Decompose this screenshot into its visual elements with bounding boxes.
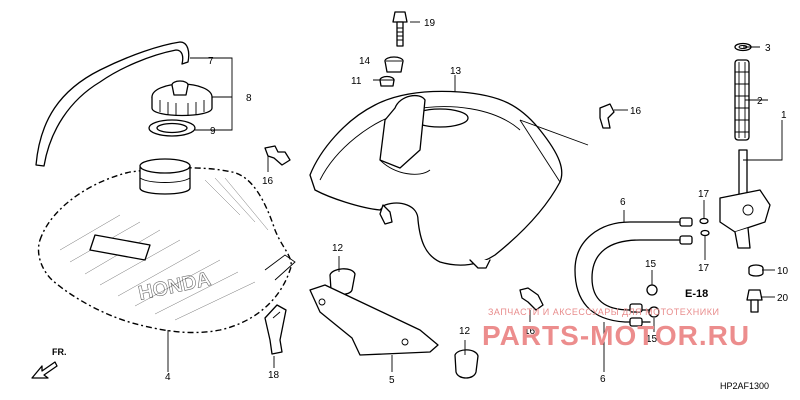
front-arrow-icon: [31, 361, 58, 379]
clip-bottom: [519, 287, 544, 311]
breather-tube: [35, 41, 190, 167]
fuel-valve: [719, 149, 771, 249]
callout-15a: 15: [645, 259, 657, 270]
cap-gasket: [148, 119, 196, 137]
valve-bolt: [746, 289, 763, 313]
callout-17b: 17: [698, 263, 710, 274]
callout-8: 8: [246, 93, 252, 104]
callout-14: 14: [359, 56, 371, 67]
callout-15b: 15: [646, 334, 658, 345]
band-lower: [454, 349, 479, 379]
callout-5: 5: [389, 375, 395, 386]
clip-left: [264, 145, 291, 166]
fuel-tank: [37, 158, 296, 334]
front-label: FR.: [52, 347, 67, 357]
callout-11: 11: [351, 76, 362, 87]
callout-16b: 16: [262, 176, 274, 187]
valve-washer: [748, 264, 764, 277]
fuel-cap: [151, 80, 213, 117]
callout-3: 3: [765, 43, 771, 54]
tank-brand-logo: HONDA: [136, 268, 212, 305]
watermark-logo: PARTS-MOTOR.RU: [482, 320, 751, 351]
valve-o-ring-b: [700, 229, 710, 237]
tank-shroud: [309, 90, 563, 269]
callout-6a: 6: [620, 197, 626, 208]
tube-clip-lower: [648, 306, 660, 318]
leader-lines: [167, 21, 783, 372]
callout-1: 1: [781, 110, 787, 121]
fuel-tubes: [574, 217, 693, 327]
callout-13: 13: [450, 66, 462, 77]
callout-6b: 6: [600, 374, 606, 385]
tube-clip-upper: [646, 284, 658, 296]
collar: [379, 75, 395, 87]
callout-16c: 16: [524, 326, 536, 337]
callout-2: 2: [757, 96, 763, 107]
callout-10: 10: [777, 266, 789, 277]
callout-17a: 17: [698, 189, 710, 200]
callout-7: 7: [208, 56, 214, 67]
setting-rubber: [384, 56, 404, 73]
callout-18: 18: [268, 370, 280, 381]
tank-rubber-strap: [264, 304, 287, 355]
callout-12a: 12: [332, 243, 344, 254]
callout-4: 4: [165, 372, 171, 383]
diagram-code: HP2AF1300: [720, 381, 770, 391]
callout-20: 20: [777, 293, 789, 304]
callout-12b: 12: [459, 326, 471, 337]
watermark-tagline: ЗАПЧАСТИ И АКСЕССУАРЫ ДЛЯ МОТОТЕХНИКИ: [488, 307, 720, 317]
callout-19: 19: [424, 18, 436, 29]
callout-labels: 7 8 9 19 14 11 13 16 16 16 12 12 5 18 4 …: [165, 18, 789, 386]
valve-o-ring-a: [699, 217, 709, 225]
callout-16a: 16: [630, 106, 642, 117]
callout-9: 9: [210, 126, 216, 137]
reference-e18: E-18: [685, 288, 709, 300]
tank-stay: [309, 284, 439, 356]
clip-right: [599, 103, 615, 129]
bolt-top: [392, 11, 408, 47]
